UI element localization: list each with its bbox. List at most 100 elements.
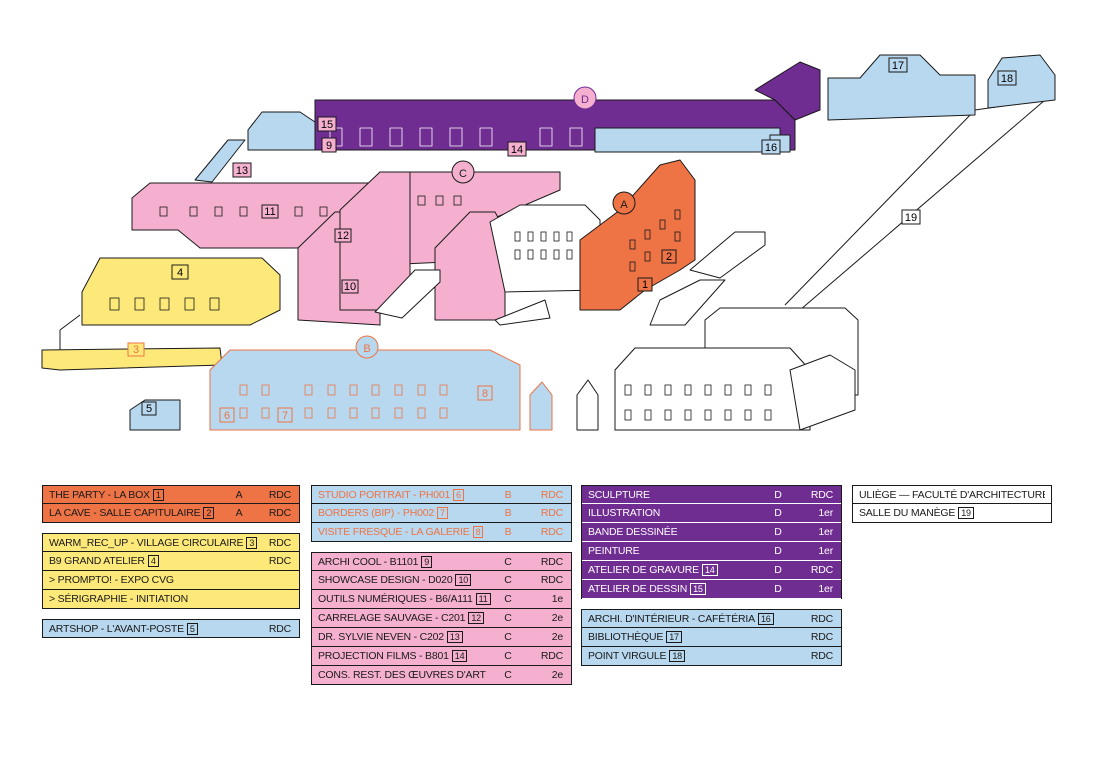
- legend-item-name: SCULPTURE: [588, 489, 835, 501]
- legend-item-number: 3: [246, 536, 258, 549]
- legend-item-label: BIBLIOTHÈQUE: [588, 631, 664, 643]
- legend-item-level: RDC: [540, 488, 563, 501]
- svg-text:15: 15: [321, 119, 333, 131]
- building-bibliotheque[interactable]: [827, 54, 976, 121]
- legend-row[interactable]: > SÉRIGRAPHIE - INITIATION: [43, 590, 299, 609]
- zone-marker-1: 1: [637, 277, 653, 292]
- zone-3-area[interactable]: [41, 347, 223, 371]
- svg-text:17: 17: [892, 60, 904, 72]
- path-line: [784, 109, 976, 306]
- building-d[interactable]: [314, 61, 821, 153]
- building-point-virgule[interactable]: [987, 54, 1056, 109]
- legend-item-name: BANDE DESSINÉE: [588, 526, 835, 538]
- legend-row[interactable]: ULIÈGE — FACULTÉ D'ARCHITECTURE: [853, 485, 1051, 504]
- legend-item-building: B: [504, 526, 512, 538]
- passage-13: [194, 139, 246, 183]
- legend-item-building: A: [235, 507, 243, 519]
- legend-item-label: > PROMPTO! - EXPO CVG: [49, 574, 174, 586]
- svg-text:9: 9: [326, 140, 332, 152]
- legend-row[interactable]: PEINTURE D 1er: [582, 542, 841, 561]
- zone-marker-10: 10: [341, 279, 359, 294]
- legend-item-building: C: [504, 650, 512, 662]
- legend-item-label: LA CAVE - SALLE CAPITULAIRE: [49, 507, 201, 519]
- legend-item-label: B9 GRAND ATELIER: [49, 555, 145, 567]
- legend-item-label: VISITE FRESQUE - LA GALERIE: [318, 526, 470, 538]
- legend-item-level: 1er: [818, 545, 833, 557]
- courtyard-slab: [649, 279, 726, 326]
- legend-item-number: 7: [437, 507, 448, 519]
- legend-item-level: RDC: [810, 488, 833, 501]
- legend-item-building: D: [774, 545, 782, 557]
- building-c[interactable]: [131, 171, 561, 326]
- legend-item-label: SCULPTURE: [588, 488, 650, 501]
- legend-item-name: ULIÈGE — FACULTÉ D'ARCHITECTURE: [859, 489, 1045, 501]
- zone-number-markers[interactable]: 1 2 3 4 5 6 7 8 9 10 11 12 13 14 15 16 1…: [127, 57, 1017, 423]
- legend-item-number: 8: [472, 526, 484, 538]
- svg-text:4: 4: [177, 267, 183, 279]
- windows: [109, 195, 772, 421]
- zone-marker-19: 19: [901, 209, 921, 225]
- legend-item-label: ARCHI COOL - B1101: [318, 555, 419, 568]
- legend-item-name: > SÉRIGRAPHIE - INITIATION: [49, 593, 293, 605]
- legend-row[interactable]: > PROMPTO! - EXPO CVG: [43, 571, 299, 590]
- legend-item-building: C: [504, 631, 512, 643]
- legend-item-name: > PROMPTO! - EXPO CVG: [49, 574, 293, 586]
- svg-text:14: 14: [511, 144, 523, 156]
- legend-item-number: 12: [468, 612, 484, 624]
- building-4[interactable]: [81, 257, 281, 326]
- legend-item-label: PEINTURE: [588, 545, 640, 557]
- legend-item-level: RDC: [268, 555, 291, 567]
- legend-item-label: DR. SYLVIE NEVEN - C202: [318, 631, 444, 643]
- svg-text:12: 12: [337, 230, 349, 242]
- building-a[interactable]: [579, 159, 696, 311]
- legend-item-number: 15: [690, 583, 706, 595]
- legend-item-name: CONS. REST. DES ŒUVRES D'ART: [318, 669, 565, 681]
- legend-item-number: 19: [958, 507, 974, 519]
- letter-a: A: [620, 199, 628, 211]
- legend-item-building: C: [504, 593, 512, 605]
- letter-b: B: [363, 343, 370, 355]
- legend-item-label: WARM_REC_UP - VILLAGE CIRCULAIRE: [49, 536, 244, 549]
- legend-item-building: D: [774, 583, 782, 595]
- zone-marker-18: 18: [997, 70, 1017, 86]
- svg-text:1: 1: [642, 279, 648, 291]
- legend-item-number: 13: [446, 631, 463, 643]
- svg-text:10: 10: [344, 281, 356, 293]
- svg-text:11: 11: [264, 206, 275, 218]
- legend-item-level: RDC: [268, 536, 291, 549]
